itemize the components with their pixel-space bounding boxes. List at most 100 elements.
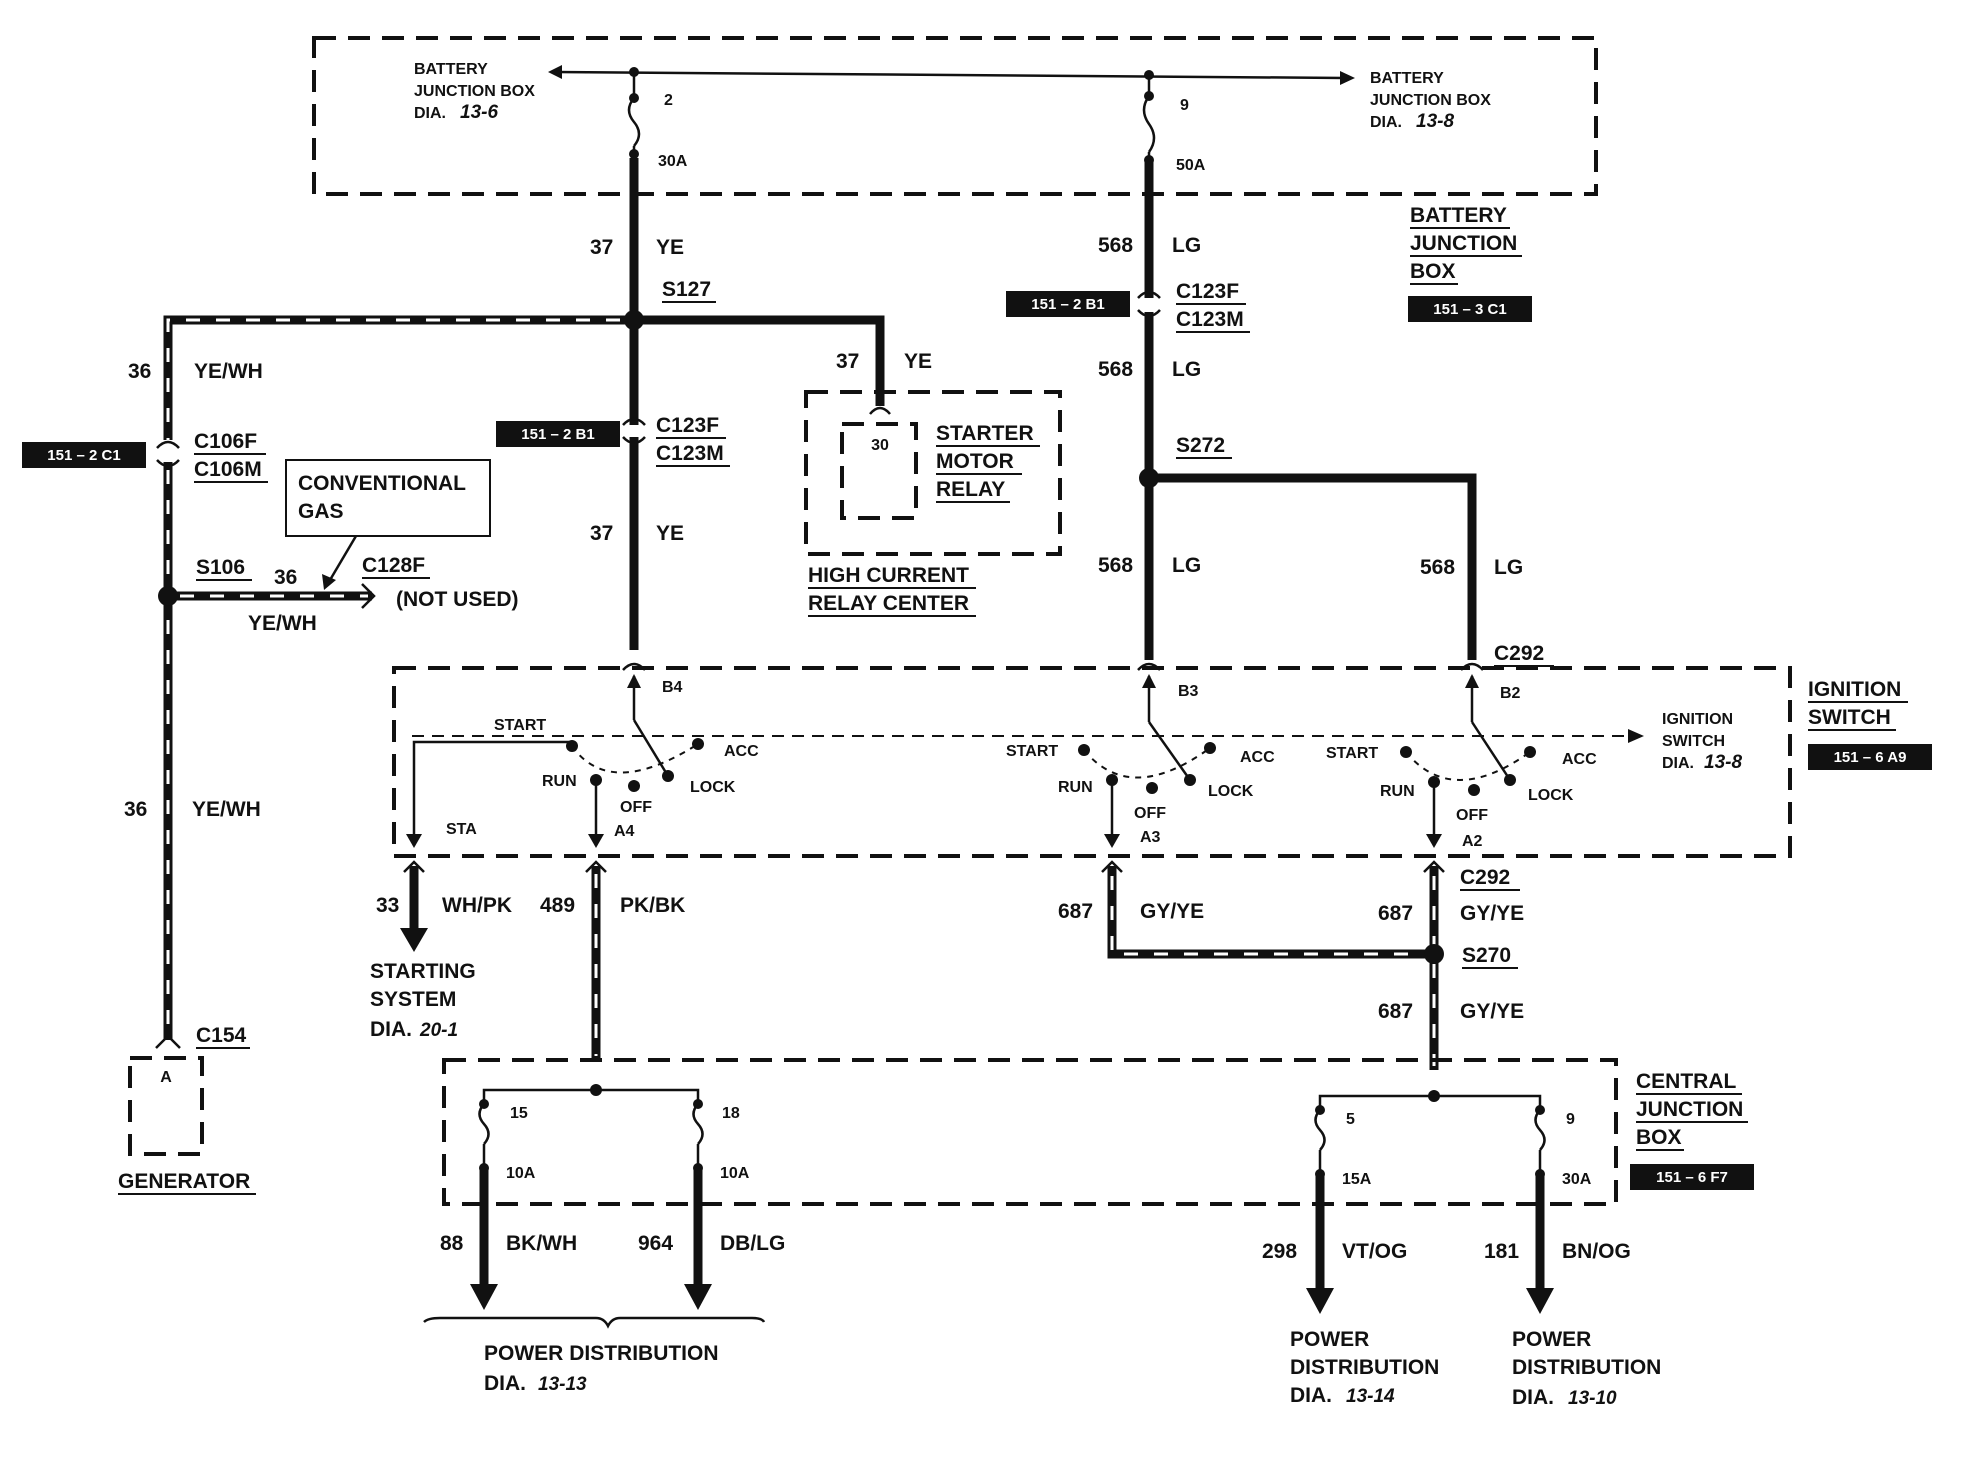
w687-label-2: 687 xyxy=(1378,902,1413,925)
lg-label-1: LG xyxy=(1172,234,1201,257)
ignition-switch: B4 B3 B2 IGNITION SWITCH DIA. 13-8 START xyxy=(392,662,1932,858)
tag-ignition-switch xyxy=(1808,744,1932,770)
dblg-label: DB/LG xyxy=(720,1232,785,1255)
high-current-relay-center-outline xyxy=(804,390,1062,556)
whpk-label: WH/PK xyxy=(442,894,512,917)
tag-c106 xyxy=(22,442,146,468)
yewh-label-2: YE/WH xyxy=(192,798,261,821)
sw3-run: RUN xyxy=(1380,783,1415,800)
cjb-fuse-15: 15 10A xyxy=(478,1099,536,1182)
circuit-37-relay-branch: 37 YE 30 STARTER MOTOR RELAY HIGH CURREN… xyxy=(634,315,1062,617)
w568-label-1: 568 xyxy=(1098,234,1133,257)
starting-system-1: STARTING xyxy=(370,960,476,983)
bjb-right-line1: BATTERY xyxy=(1370,70,1444,87)
s272-label: S272 xyxy=(1176,434,1225,457)
cjb-fuse-18-icon xyxy=(692,1103,704,1145)
pd-1310-line3: DIA. xyxy=(1512,1386,1554,1409)
w568-label-3: 568 xyxy=(1098,554,1133,577)
linkage-arrow-icon xyxy=(1628,729,1644,743)
pd-1314-line2: DISTRIBUTION xyxy=(1290,1356,1439,1379)
pd-1310-line2: DISTRIBUTION xyxy=(1512,1356,1661,1379)
w687-label-3: 687 xyxy=(1378,1000,1413,1023)
pd-1313-line2: DIA. xyxy=(484,1372,526,1395)
c123m-right: C123M xyxy=(1176,308,1244,331)
w181-label: 181 xyxy=(1484,1240,1519,1263)
bnog-label: BN/OG xyxy=(1562,1240,1631,1263)
lg-label-4: LG xyxy=(1494,556,1523,579)
cjb-fuse-9-num: 9 xyxy=(1566,1111,1575,1128)
tag-c123-right xyxy=(1006,291,1130,317)
w687-label-1: 687 xyxy=(1058,900,1093,923)
sw3-acc: ACC xyxy=(1562,751,1597,768)
callout-arrow-icon xyxy=(322,574,336,590)
circuit-33-arrow-icon xyxy=(400,928,428,952)
w37-relay-label: 37 xyxy=(836,350,859,373)
central-junction-box-outline xyxy=(442,1058,1618,1206)
circuit-298: 298 VT/OG POWER DISTRIBUTION DIA. 13-14 xyxy=(1262,1176,1439,1407)
central-junction-box-title-2: JUNCTION xyxy=(1636,1098,1743,1121)
ign-top-connectors: B4 B3 B2 xyxy=(622,662,1521,722)
sw2-run: RUN xyxy=(1058,779,1093,796)
c128f-connector-icon xyxy=(361,583,376,609)
cjb-fuse-18: 18 10A xyxy=(692,1099,750,1182)
pd-1313-ref: 13-13 xyxy=(538,1374,587,1395)
gyye-label-3: GY/YE xyxy=(1460,1000,1524,1023)
tag-c123-right-text: 151 – 2 B1 xyxy=(1031,296,1104,313)
s127-label: S127 xyxy=(662,278,711,301)
cjb-fuse-5-rating: 15A xyxy=(1342,1171,1372,1188)
sw1-run: RUN xyxy=(542,773,577,790)
bjb-right-line2: JUNCTION BOX xyxy=(1370,92,1491,109)
not-used-label: (NOT USED) xyxy=(396,588,519,611)
generator-outline xyxy=(128,1056,204,1156)
tag-c123-left xyxy=(496,421,620,447)
relay-pin-30: 30 xyxy=(871,437,889,454)
pin-b4: B4 xyxy=(662,679,683,696)
c123-right-connector-icon xyxy=(1137,290,1161,299)
gyye-label-2: GY/YE xyxy=(1460,902,1524,925)
starter-motor-relay-1: STARTER xyxy=(936,422,1034,445)
pkbk-label: PK/BK xyxy=(620,894,685,917)
lg-label-2: LG xyxy=(1172,358,1201,381)
w964-label: 964 xyxy=(638,1232,673,1255)
fuse-2-number: 2 xyxy=(664,92,673,109)
battery-junction-box-title-1: BATTERY xyxy=(1410,204,1507,227)
switch-section-3: START RUN OFF ACC LOCK A2 xyxy=(1326,721,1597,850)
sw2-off: OFF xyxy=(1134,805,1166,822)
c128f-label: C128F xyxy=(362,554,425,577)
w298-label: 298 xyxy=(1262,1240,1297,1263)
generator-pin-a: A xyxy=(160,1069,172,1086)
relay-connector-icon xyxy=(869,406,891,415)
fuse-9: 9 50A xyxy=(1142,70,1206,174)
tag-c106-text: 151 – 2 C1 xyxy=(47,447,120,464)
w88-label: 88 xyxy=(440,1232,464,1255)
pd-1314-ref: 13-14 xyxy=(1346,1386,1395,1407)
cjb-fuse-9-rating: 30A xyxy=(1562,1171,1592,1188)
cjb-fuse-15-icon xyxy=(478,1103,490,1145)
s270-splice xyxy=(1424,944,1444,964)
w36-label-2: 36 xyxy=(124,798,147,821)
sw1-acc: ACC xyxy=(724,743,759,760)
bjb-right-ref: 13-8 xyxy=(1416,111,1454,132)
c106f-label: C106F xyxy=(194,430,257,453)
pd-1314-line1: POWER xyxy=(1290,1328,1369,1351)
conventional-gas-callout xyxy=(285,459,491,537)
conventional-gas-line1: CONVENTIONAL xyxy=(298,472,466,495)
starter-motor-relay-outline xyxy=(840,422,918,520)
fuse-2: 2 30A xyxy=(627,67,688,170)
circuit-964: 964 DB/LG xyxy=(638,1170,785,1310)
fuse-2-icon xyxy=(627,97,641,147)
switch-section-1: START RUN OFF ACC LOCK STA A4 xyxy=(406,717,759,848)
w37-label-2: 37 xyxy=(590,522,613,545)
sw3-lock: LOCK xyxy=(1528,787,1574,804)
ign-dia-line1: IGNITION xyxy=(1662,711,1733,728)
ign-dia-line2: SWITCH xyxy=(1662,733,1725,750)
circuit-298-arrow-icon xyxy=(1306,1288,1334,1314)
vtog-label: VT/OG xyxy=(1342,1240,1407,1263)
central-junction-box-title-1: CENTRAL xyxy=(1636,1070,1736,1093)
w36-branch-label: 36 xyxy=(274,566,297,589)
bjb-left-line2: JUNCTION BOX xyxy=(414,83,535,100)
circuit-33: 33 WH/PK STARTING SYSTEM DIA. 20-1 xyxy=(370,860,512,1041)
starting-system-ref: 20-1 xyxy=(419,1020,458,1041)
ign-dia-ref: 13-8 xyxy=(1704,752,1742,773)
yewh-branch-label: YE/WH xyxy=(248,612,317,635)
